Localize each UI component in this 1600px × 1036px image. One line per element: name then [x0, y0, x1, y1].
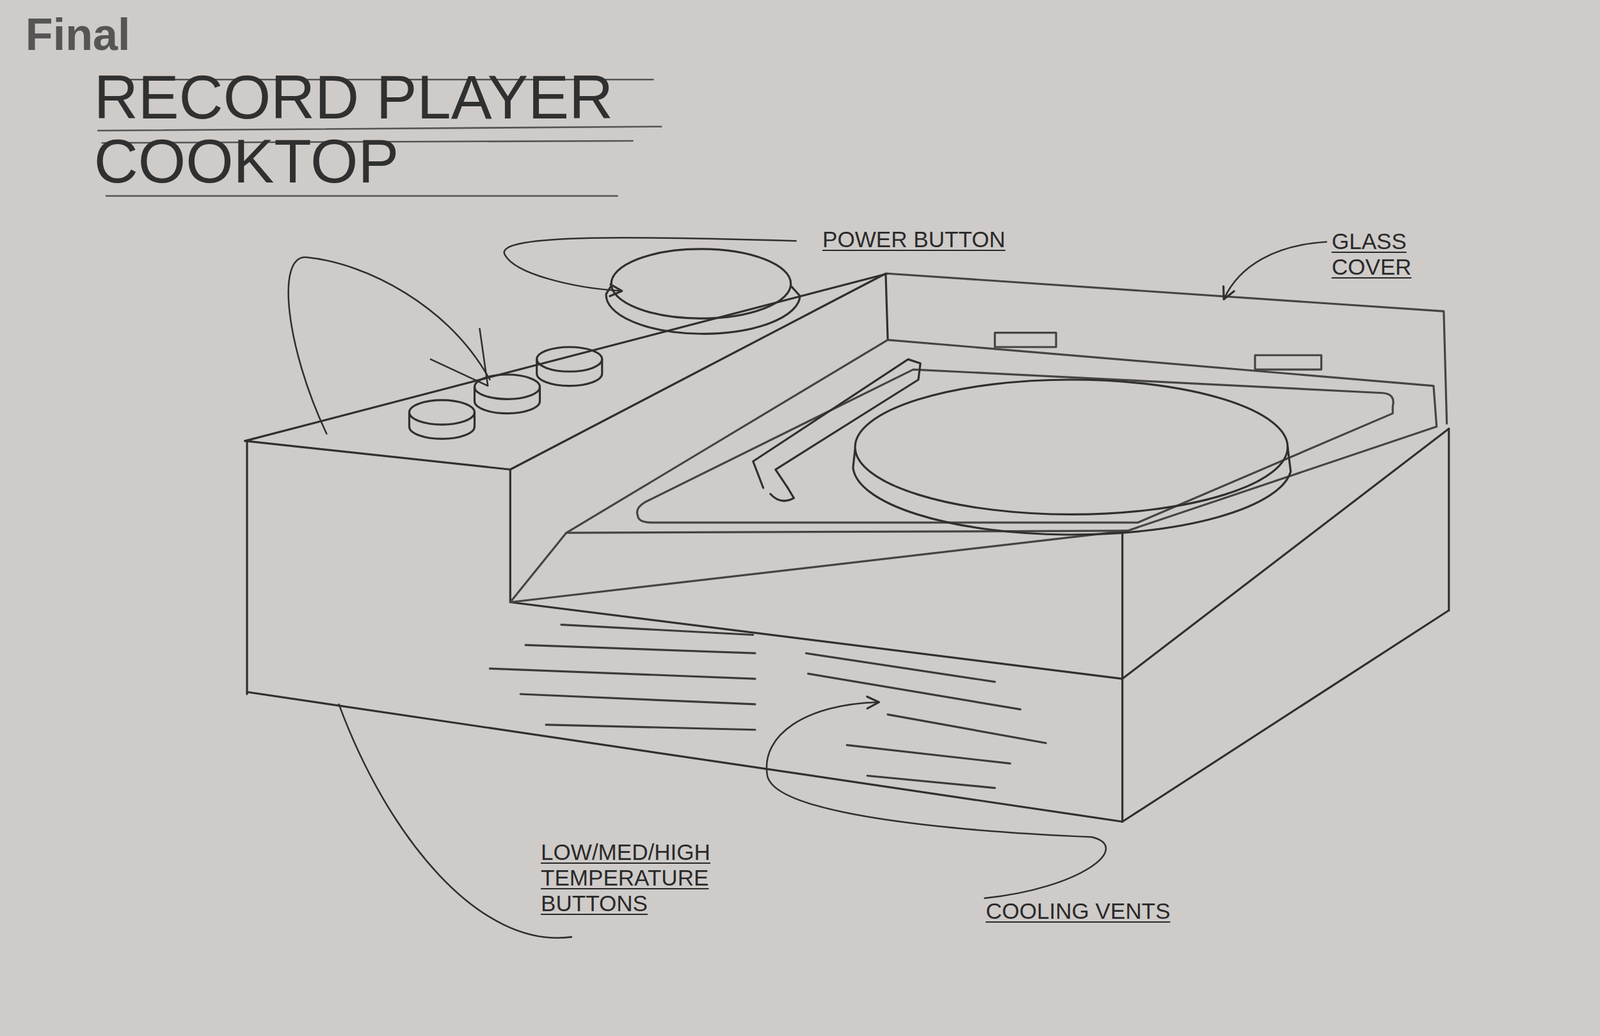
- status-tag: Final: [25, 8, 251, 61]
- tonearm: [753, 359, 921, 501]
- part-label: COOLING VENTS: [985, 897, 1252, 924]
- power-button: [606, 248, 800, 334]
- turntable-plate: [853, 379, 1291, 535]
- temperature-buttons: [408, 346, 602, 439]
- glass-cover: [510, 273, 1447, 602]
- cooling-vents: [489, 624, 1046, 788]
- leader-lines: [288, 237, 1327, 938]
- housing: [245, 273, 1449, 822]
- sketch-title: RECORD PLAYER COOKTOP: [94, 65, 687, 194]
- part-label: POWER BUTTON: [822, 226, 1068, 253]
- part-label: LOW/MED/HIGH TEMPERATURE BUTTONS: [540, 839, 751, 917]
- part-label: GLASS COVER: [1331, 228, 1444, 281]
